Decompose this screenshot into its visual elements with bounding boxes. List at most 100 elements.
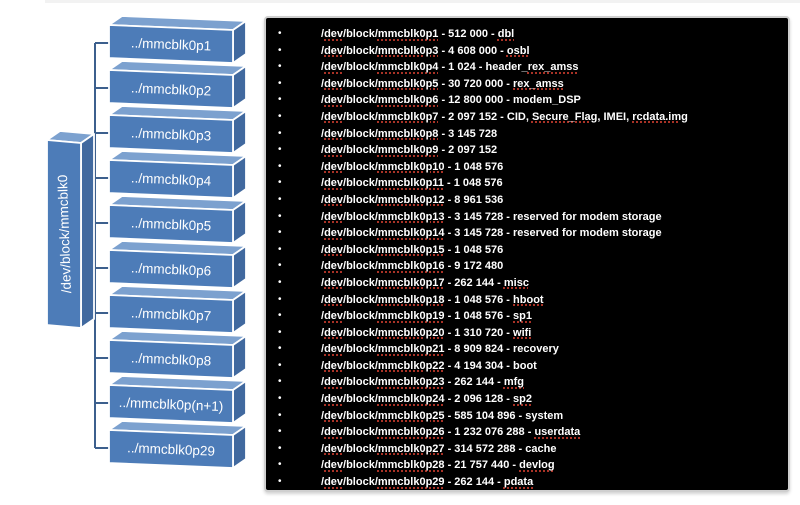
text-segment: /block/ — [343, 144, 378, 157]
underlined-term: mmcblk0p14 — [377, 227, 445, 240]
underlined-term: mmcblk0p21 — [377, 343, 445, 356]
partition-list-item: •/dev/block/mmcblk0p17 - 262 144 - misc — [266, 275, 788, 292]
underlined-term: dev — [324, 227, 344, 240]
text-segment: / — [321, 44, 325, 57]
bullet-icon: • — [278, 210, 282, 222]
text-segment: /block/ — [343, 409, 378, 422]
underlined-term: mmcblk0p25 — [377, 409, 445, 422]
text-segment: / — [321, 94, 325, 107]
partition-list-item: •/dev/block/mmcblk0p13 - 3 145 728 - res… — [266, 209, 788, 226]
block-front-face — [46, 139, 82, 329]
bullet-icon: • — [278, 144, 282, 156]
text-segment: - 1 232 076 288 - — [444, 426, 535, 439]
text-segment: /block/ — [343, 476, 378, 489]
text-segment: / — [321, 227, 325, 240]
underlined-term: mmcblk0p9 — [377, 144, 439, 157]
text-segment: /block/ — [343, 193, 378, 206]
partition-list-item: •/dev/block/mmcblk0p29 - 262 144 - pdata — [266, 474, 788, 490]
text-segment: /block/ — [343, 243, 378, 256]
bullet-icon: • — [278, 426, 282, 438]
partition-label: ../mmcblk0p1 — [131, 35, 212, 53]
underlined-term: dbl — [497, 28, 515, 40]
block-front-face — [108, 24, 234, 64]
text-segment: /block/ — [343, 61, 378, 74]
text-segment: / — [321, 110, 325, 123]
text-segment: /block/ — [343, 426, 378, 439]
text-segment: /block/ — [343, 160, 378, 173]
partition-list-item: •/dev/block/mmcblk0p14 - 3 145 728 - res… — [266, 225, 788, 242]
underlined-term: dev — [324, 144, 344, 157]
partition-block: ../mmcblk0p(n+1) — [108, 375, 247, 424]
partition-list-item: •/dev/block/mmcblk0p7 - 2 097 152 - CID,… — [266, 109, 788, 126]
partition-list-item: •/dev/block/mmcblk0p4 - 1 024 - header_r… — [266, 59, 788, 76]
underlined-term: mmcblk0p22 — [377, 359, 445, 372]
text-segment: /block/ — [343, 310, 378, 323]
partition-label: ../mmcblk0p6 — [131, 260, 212, 278]
text-segment: / — [321, 426, 325, 439]
underlined-term: dev — [324, 61, 344, 74]
underlined-term: mmcblk0p1 — [377, 28, 439, 40]
block-front-face — [108, 339, 234, 379]
text-segment: /block/ — [343, 442, 378, 455]
text-segment: - 3 145 728 — [438, 127, 498, 140]
partition-list-item: •/dev/block/mmcblk0p27 - 314 572 288 - c… — [266, 441, 788, 458]
text-segment: / — [321, 77, 325, 90]
text-segment: / — [321, 243, 325, 256]
partition-list-item: •/dev/block/mmcblk0p3 - 4 608 000 - osbl — [266, 43, 788, 60]
block-front-face — [108, 69, 234, 109]
underlined-term: rex_amss — [513, 77, 564, 90]
text-segment: - 1 048 576 - — [444, 310, 514, 323]
bullet-icon: • — [278, 409, 282, 421]
text-segment: - 262 144 - — [444, 276, 504, 289]
block-front-face — [108, 114, 234, 154]
underlined-term: wifi — [513, 326, 532, 339]
partition-list-item: •/dev/block/mmcblk0p16 - 9 172 480 — [266, 258, 788, 275]
partition-list-item: •/dev/block/mmcblk0p11 - 1 048 576 — [266, 175, 788, 192]
underlined-term: mmcblk0p10 — [377, 160, 445, 173]
bullet-icon: • — [278, 77, 282, 89]
text-segment: / — [321, 409, 325, 422]
underlined-term: dev — [324, 160, 344, 173]
underlined-term: dev — [324, 260, 344, 273]
bullet-icon: • — [278, 343, 282, 355]
text-segment: - 3 145 728 - reserved for modem storage — [444, 210, 662, 223]
underlined-term: mmcblk0p12 — [377, 193, 445, 206]
text-segment: - 12 800 000 - modem_DSP — [438, 94, 581, 107]
underlined-term: userdata — [534, 426, 581, 439]
underlined-term: sp1 — [513, 310, 532, 323]
underlined-term: Secure_Flag — [531, 110, 598, 123]
text-segment: /block/ — [343, 260, 378, 273]
text-segment: , IMEI, — [597, 110, 633, 123]
underlined-term: dev — [324, 276, 344, 289]
partition-list-item: •/dev/block/mmcblk0p25 - 585 104 896 - s… — [266, 408, 788, 425]
partition-block: ../mmcblk0p29 — [108, 420, 247, 469]
text-segment: /block/ — [343, 44, 378, 57]
partition-label: ../mmcblk0p8 — [131, 350, 212, 368]
text-segment: /block/ — [343, 326, 378, 339]
block-front-face — [108, 159, 234, 199]
partition-label: ../mmcblk0p3 — [131, 125, 212, 143]
underlined-term: mmcblk0p13 — [377, 210, 445, 223]
bullet-icon: • — [278, 193, 282, 205]
block-front-face — [108, 429, 234, 469]
underlined-term: mmcblk0p7 — [377, 110, 439, 123]
partition-list-panel: •/dev/block/mmcblk0p1 - 512 000 - dbl•/d… — [264, 16, 790, 492]
partition-list-item: •/dev/block/mmcblk0p10 - 1 048 576 — [266, 159, 788, 176]
underlined-term: pdata — [503, 476, 534, 489]
partition-label: ../mmcblk0p5 — [131, 215, 212, 233]
underlined-term: mmcblk0p16 — [377, 260, 445, 273]
underlined-term: mmcblk0p23 — [377, 376, 445, 389]
text-segment: - 4 194 304 - boot — [444, 359, 537, 372]
underlined-term: mmcblk0p20 — [377, 326, 445, 339]
text-segment: - 512 000 - — [438, 28, 498, 40]
underlined-term: rex_amss — [527, 61, 579, 74]
underlined-term: dev — [324, 326, 344, 339]
partition-list: •/dev/block/mmcblk0p1 - 512 000 - dbl•/d… — [266, 18, 788, 490]
partition-list-item: •/dev/block/mmcblk0p22 - 4 194 304 - boo… — [266, 358, 788, 375]
text-segment: - 262 144 - — [444, 376, 504, 389]
partition-block: ../mmcblk0p4 — [108, 150, 247, 199]
underlined-term: dev — [324, 28, 344, 40]
block-side-face — [80, 133, 95, 329]
text-segment: / — [321, 276, 325, 289]
